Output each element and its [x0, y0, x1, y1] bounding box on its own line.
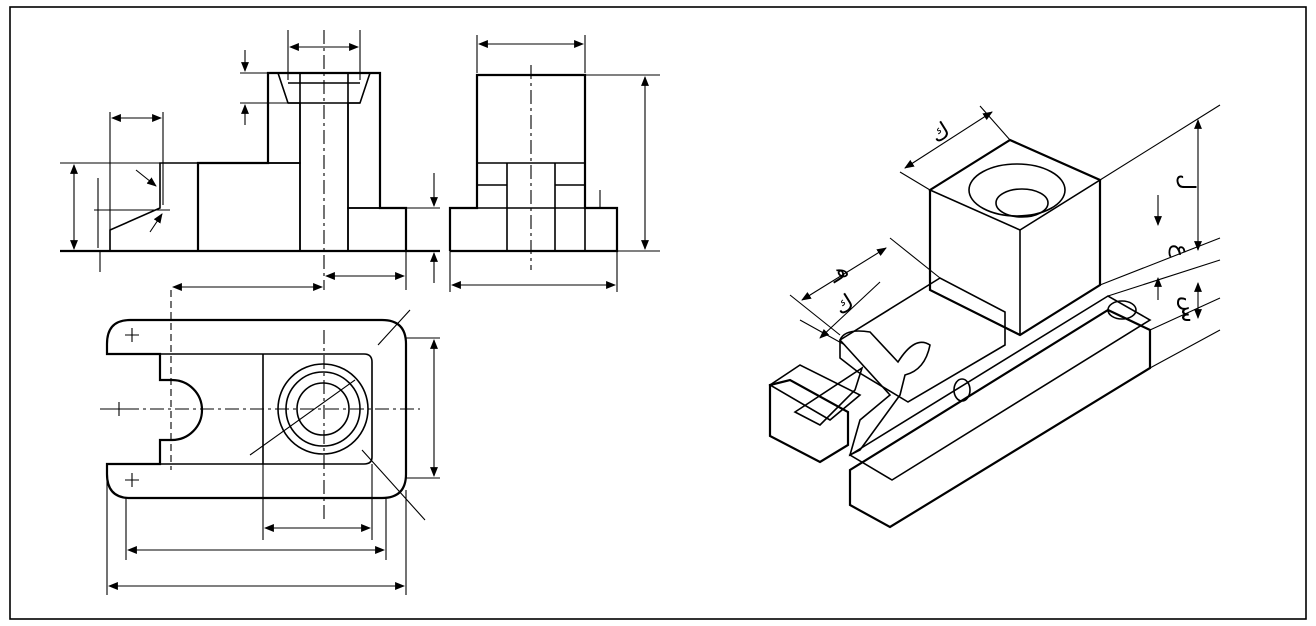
front-section-view: [60, 30, 440, 290]
label-l-height: ل: [1174, 174, 1199, 190]
label-k-top: ك: [926, 118, 955, 149]
sheet-border: [9, 6, 1307, 620]
label-ain: ع: [1168, 244, 1193, 257]
side-view: [448, 35, 660, 292]
label-sin: س: [1176, 296, 1201, 323]
label-k-left: ك: [830, 290, 859, 321]
isometric-view: [768, 104, 1221, 529]
top-view: [100, 283, 440, 595]
